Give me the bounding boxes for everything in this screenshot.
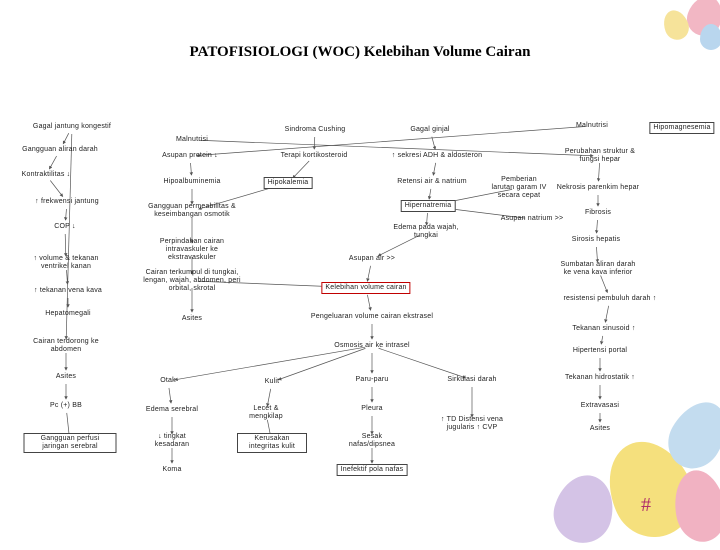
node-malnutrisi-1: Malnutrisi [576, 122, 608, 130]
connector-n9-n14 [293, 161, 309, 178]
node-sekresi-adh: ↑ sekresi ADH & aldosteron [392, 152, 482, 160]
connector-n39-n43 [279, 348, 366, 379]
node-inefektif-pola-nafas: Inefektif pola nafas [337, 464, 408, 476]
node-volume-ventrikel: ↑ volume & tekanan ventrikel kanan [26, 255, 106, 271]
node-asupan-natrium: Asupan natrium >> [501, 215, 564, 223]
node-tekanan-hidrostatik: Tekanan hidrostatik ↑ [565, 374, 635, 382]
node-asupan-air: Asupan air >> [349, 255, 395, 263]
connector-n11-n17 [598, 163, 599, 181]
node-gangguan-perfusi: Gangguan perfusi jaringan serebral [24, 433, 117, 453]
connector-n18-n22 [66, 209, 67, 220]
node-gagal-ginjal: Gagal ginjal [410, 126, 449, 134]
connector-n3-n10 [432, 137, 435, 149]
node-asites-2: Asites [56, 373, 76, 381]
connector-n32-n36 [367, 295, 370, 310]
node-extravasasi: Extravasasi [581, 402, 619, 410]
node-sumbatan-aliran: Sumbatan aliran darah ke vena kava infer… [558, 261, 638, 277]
node-gangguan-aliran-darah: Gangguan aliran darah [22, 146, 98, 154]
node-edema-wajah: Edema pada wajah, tungkai [391, 224, 461, 240]
connector-n43-n49 [267, 389, 270, 406]
node-kelebihan-volume-cairan: Kelebihan volume cairan [321, 282, 410, 294]
node-otak: Otak [160, 377, 176, 385]
connector-n27-n31 [66, 270, 67, 284]
node-tekanan-vena-kava: ↑ tekanan vena kava [34, 287, 102, 295]
node-hipoalbuminemia: Hipoalbuminemia [163, 178, 220, 186]
node-cairan-terkumpul: Cairan terkumpul di tungkai, lengan, waj… [135, 269, 250, 293]
node-gagal-jantung: Gagal jantung kongestif [33, 123, 111, 131]
node-retensi-air-natrium: Retensi air & natrium [397, 178, 467, 186]
connector-n1-n7 [63, 133, 69, 144]
node-frekwensi-jantung: ↑ frekwensi jantung [35, 198, 99, 206]
node-osmosis-air: Osmosis air ke intrasel [334, 342, 409, 350]
node-pemberian-larutan-garam: Pemberian larutan garam IV secara cepat [489, 176, 549, 200]
node-pc-bb: Pc (+) BB [50, 402, 82, 410]
node-edema-serebral: Edema serebral [146, 406, 198, 414]
node-kontraktilitas: Kontraktilitas ↓ [22, 171, 71, 179]
node-pengeluaran-volume: Pengeluaran volume cairan ekstrasel [311, 313, 433, 321]
hash-mark: # [641, 494, 651, 517]
node-lecet-mengkilap: Lecet & mengkilap [246, 405, 286, 421]
node-terapi-kortikosteroid: Terapi kortikosteroid [281, 152, 348, 160]
node-cop: COP ↓ [54, 223, 76, 231]
node-asites-1: Asites [182, 315, 202, 323]
node-tekanan-sinusoid: Tekanan sinusoid ↑ [572, 325, 635, 333]
connector-n37-n40 [601, 336, 602, 344]
node-kerusakan-integritas-kulit: Kerusakan integritas kulit [237, 433, 307, 453]
node-sirosis-hepatis: Sirosis hepatis [572, 236, 621, 244]
node-td-jvp-cvp: ↑ TD Distensi vena jugularis ↑ CVP [435, 416, 510, 432]
connector-n25-n29 [596, 247, 597, 262]
node-resistensi-pembuluh: resistensi pembuluh darah ↑ [564, 295, 657, 303]
connector-n42-n48 [169, 388, 171, 403]
node-perpindahan-cairan: Perpindahan cairan intravaskuler ke ekst… [142, 238, 242, 262]
connector-n33-n37 [605, 306, 608, 322]
connector-n39-n42 [175, 347, 365, 380]
node-cairan-terdorong: Cairan terdorong ke abdomen [26, 338, 106, 354]
node-sindroma-cushing: Sindroma Cushing [285, 126, 346, 134]
connector-n7-n12 [49, 156, 56, 169]
node-asites-3: Asites [590, 425, 610, 433]
node-hepatomegali: Hepatomegali [45, 310, 91, 318]
node-malnutrisi-2: Malnutrisi [176, 136, 208, 144]
connector-n15-n20 [429, 189, 431, 199]
connector-n28-n32 [367, 266, 370, 281]
connector-n1-n38 [66, 134, 72, 339]
connector-n29-n33 [601, 275, 608, 292]
node-perubahan-struktur-hepar: Perubahan struktur & fungsi hepar [560, 148, 640, 164]
node-tingkat-kesadaran: ↓ tingkat kesadaran [150, 433, 195, 449]
node-hipomagnesemia: Hipomagnesemia [649, 122, 714, 134]
node-kulit: Kulit [265, 378, 280, 386]
node-fibrosis: Fibrosis [585, 209, 611, 217]
node-pleura: Pleura [361, 405, 382, 413]
connector-n22-n27 [65, 234, 66, 256]
node-nekrosis-parenkim: Nekrosis parenkim hepar [557, 184, 639, 192]
connector-n8-n13 [191, 163, 192, 175]
node-asupan-protein: Asupan protein ↓ [162, 152, 218, 160]
connector-n12-n18 [50, 181, 62, 197]
node-hipertensi-portal: Hipertensi portal [573, 347, 627, 355]
egg-blue [700, 24, 720, 50]
node-paru-paru: Paru-paru [356, 376, 389, 384]
node-koma: Koma [162, 466, 181, 474]
connector-n21-n25 [597, 220, 598, 233]
node-hipernatremia: Hipernatremia [401, 200, 456, 212]
connector-n39-n45 [379, 348, 466, 377]
node-sesak-nafas: Sesak nafas/dipsnea [347, 433, 397, 449]
node-gangguan-permeabilitas: Gangguan permeabilitas & keseimbangan os… [142, 203, 242, 219]
node-hipokalemia: Hipokalemia [264, 177, 313, 189]
connector-n10-n15 [433, 163, 435, 175]
node-sirkulasi-darah: Sirkulasi darah [447, 376, 496, 384]
